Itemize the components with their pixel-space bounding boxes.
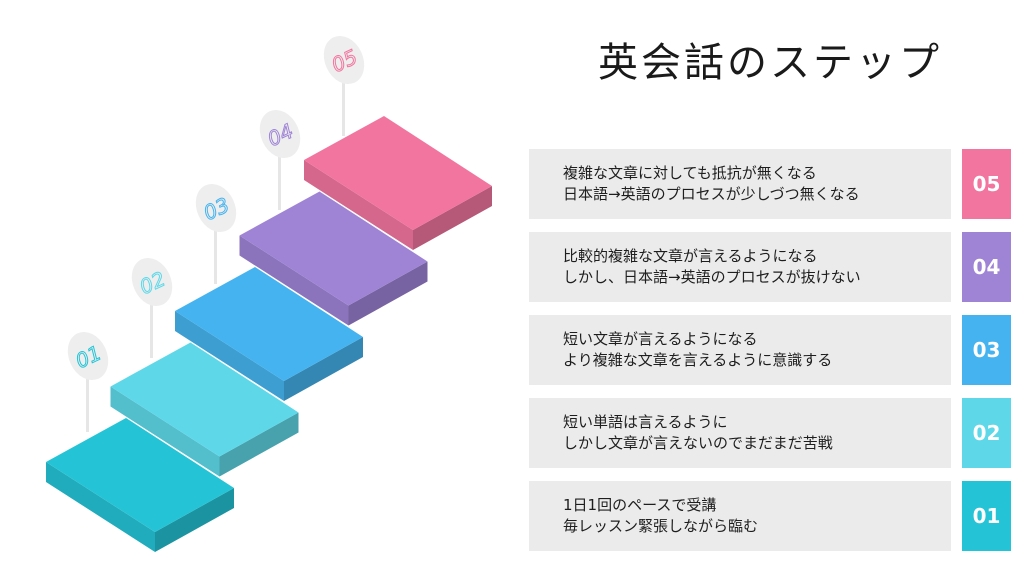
step-block-right-face-03 xyxy=(284,337,363,401)
step-text-line2: より複雑な文章を言えるように意識する xyxy=(563,351,833,369)
pin-bubble xyxy=(67,331,109,381)
step-pin-05: 05 xyxy=(323,35,365,136)
step-block-left-face-04 xyxy=(239,235,349,326)
pin-pole xyxy=(278,154,281,210)
step-block-right-face-01 xyxy=(155,488,234,552)
step-block-left-face-05 xyxy=(304,160,413,250)
step-text-line2: 毎レッスン緊張しながら臨む xyxy=(563,517,759,535)
step-block-top-face-04 xyxy=(239,191,428,306)
pin-pole xyxy=(150,302,153,358)
step-block-top-face-05 xyxy=(304,116,492,230)
step-pin-03: 03 xyxy=(195,183,237,284)
step-text-line1: 1日1回のペースで受講 xyxy=(563,496,717,514)
step-block-top-face-03 xyxy=(175,267,363,381)
step-block-right-face-02 xyxy=(219,412,299,477)
step-number-badge-01: 01 xyxy=(962,481,1011,551)
step-block-left-face-01 xyxy=(46,462,155,552)
step-description-05: 複雑な文章に対しても抵抗が無くなる 日本語→英語のプロセスが少しづつ無くなる xyxy=(529,149,951,219)
step-block-left-face-02 xyxy=(110,386,220,477)
step-description-03: 短い文章が言えるようになる より複雑な文章を言えるように意識する xyxy=(529,315,951,385)
step-text-line1: 比較的複雑な文章が言えるようになる xyxy=(563,247,818,265)
step-description-04: 比較的複雑な文章が言えるようになる しかし、日本語→英語のプロセスが抜けない xyxy=(529,232,951,302)
pin-bubble xyxy=(323,35,365,85)
step-text-line2: 日本語→英語のプロセスが少しづつ無くなる xyxy=(563,185,860,203)
step-block-top-face-01 xyxy=(46,418,234,532)
step-pin-04: 04 xyxy=(259,109,301,210)
step-text-line1: 短い単語は言えるように xyxy=(563,413,728,431)
step-pin-02: 02 xyxy=(131,257,173,358)
step-number-badge-03: 03 xyxy=(962,315,1011,385)
page-title: 英会話のステップ xyxy=(598,40,942,86)
step-pin-01: 01 xyxy=(67,331,109,432)
step-description-02: 短い単語は言えるように しかし文章が言えないのでまだまだ苦戦 xyxy=(529,398,951,468)
step-text-line2: しかし文章が言えないのでまだまだ苦戦 xyxy=(563,434,833,452)
step-number-badge-04: 04 xyxy=(962,232,1011,302)
step-text-line1: 短い文章が言えるようになる xyxy=(563,330,758,348)
step-block-left-face-03 xyxy=(175,311,284,401)
pin-pole xyxy=(86,376,89,432)
pin-pole xyxy=(214,228,217,284)
pin-pole xyxy=(342,80,345,136)
pin-bubble xyxy=(195,183,237,233)
step-text-line2: しかし、日本語→英語のプロセスが抜けない xyxy=(563,268,861,286)
step-description-01: 1日1回のペースで受講 毎レッスン緊張しながら臨む xyxy=(529,481,951,551)
pin-bubble xyxy=(131,257,173,307)
step-block-top-face-02 xyxy=(110,342,299,457)
step-number-badge-02: 02 xyxy=(962,398,1011,468)
step-text-line1: 複雑な文章に対しても抵抗が無くなる xyxy=(563,164,817,182)
pin-bubble xyxy=(259,109,301,159)
step-block-right-face-04 xyxy=(348,261,428,326)
step-number-badge-05: 05 xyxy=(962,149,1011,219)
step-block-right-face-05 xyxy=(413,186,492,250)
